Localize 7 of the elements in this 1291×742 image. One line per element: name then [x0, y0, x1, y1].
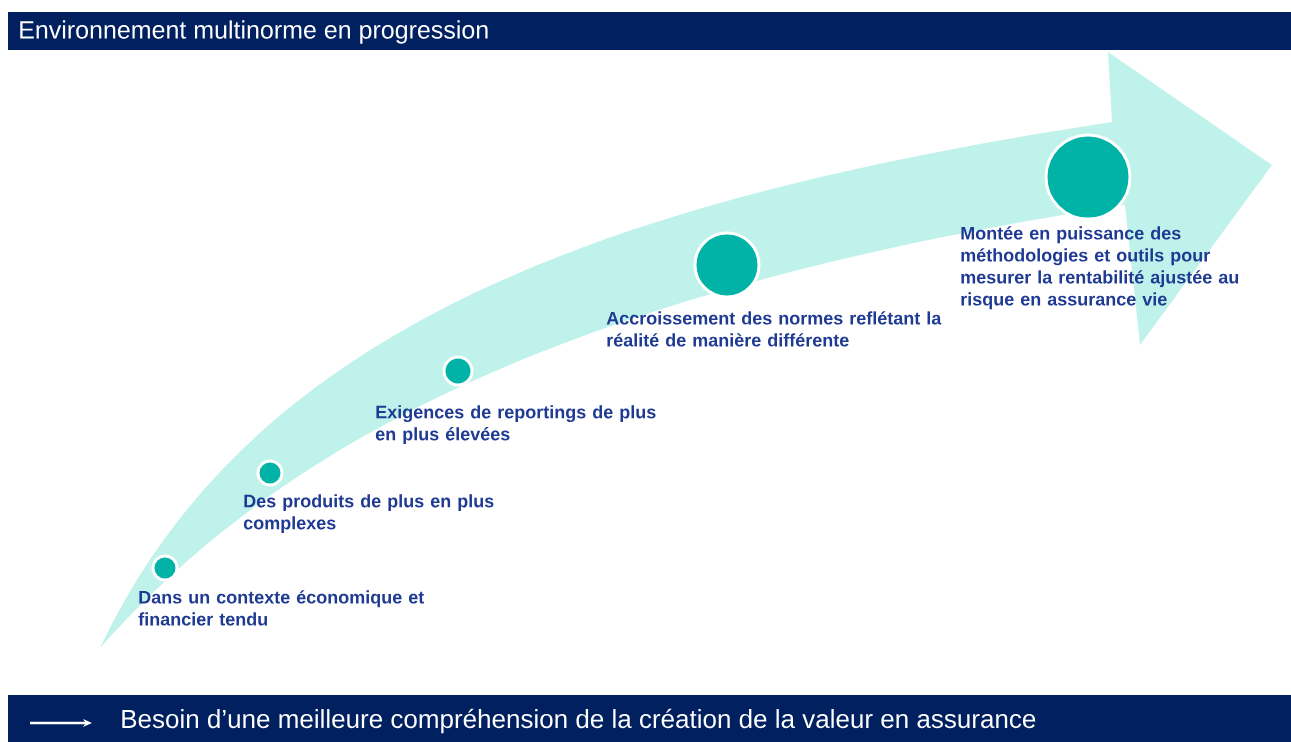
title-bar: Environnement multinorme en progression [8, 12, 1291, 50]
milestone-text: Montée en puissance des méthodologies et outils pour mesurer la rentabilité ajustée au risque en assurance vie [961, 226, 1239, 310]
milestone-text: Des produits de plus en plus complexes [243, 494, 494, 533]
caption-banner: Besoin d’une meilleure compréhension de la création de la valeur en assurance [8, 695, 1291, 742]
milestone-text: Dans un contexte économique et financier tendu [138, 590, 424, 626]
milestone-text: Exigences de reportings de plus en plus élevées [375, 405, 656, 444]
milestone-text: Accroissement des normes reflétant la réalité de manière différente [606, 311, 942, 347]
